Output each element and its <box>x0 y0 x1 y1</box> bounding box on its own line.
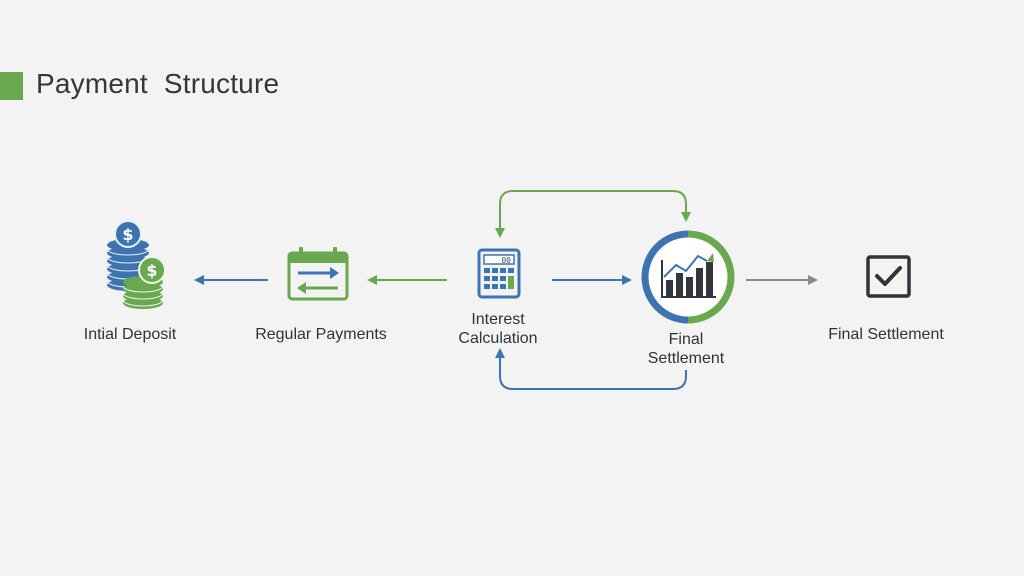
svg-text:00: 00 <box>501 256 511 265</box>
calendar-exchange-icon <box>287 247 349 301</box>
label-interest-line1: Interest <box>471 311 525 328</box>
loop-arrow-bottom <box>495 348 687 390</box>
label-final-settlement: Final Settlement <box>828 326 944 343</box>
svg-text:$: $ <box>146 261 157 280</box>
checkbox-icon <box>866 255 911 298</box>
growth-chart-icon <box>641 230 735 324</box>
label-regular-payments: Regular Payments <box>255 326 387 343</box>
label-final-line1: Final <box>668 331 704 348</box>
coins-icon: $ $ <box>106 220 166 309</box>
label-initial-deposit: Intial Deposit <box>83 326 177 343</box>
title-accent-bar <box>0 72 23 100</box>
page-title: Payment Structure <box>36 68 280 99</box>
loop-arrow-top <box>495 190 691 238</box>
label-final-line2: Settlement <box>647 350 725 367</box>
label-final-settlement-chart: Final Settlement <box>626 330 746 368</box>
svg-text:$: $ <box>122 225 133 244</box>
label-interest-line2: Calculation <box>458 330 538 347</box>
calculator-icon: 00 <box>477 248 521 299</box>
label-interest-calculation: Interest Calculation <box>440 310 556 348</box>
